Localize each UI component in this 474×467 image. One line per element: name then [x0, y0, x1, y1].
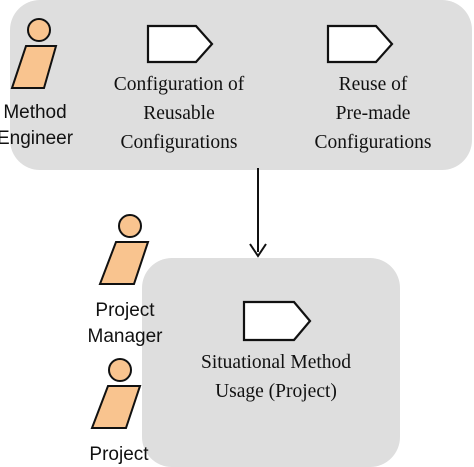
activity-reuse-line-2: Pre-made	[335, 103, 411, 124]
project-line-1: Project	[89, 444, 149, 465]
activity-configuration-line-3: Configurations	[120, 132, 238, 153]
project-icon	[90, 358, 142, 429]
project-manager-line-1: Project	[95, 300, 155, 321]
method-engineer-line-1: Method	[3, 102, 67, 123]
activity-usage-line-1: Situational Method	[200, 352, 352, 373]
activity-configuration-icon	[146, 24, 214, 64]
activity-configuration-line-1: Configuration of	[113, 74, 245, 95]
method-configuration-panel	[10, 0, 472, 170]
activity-usage-line-2: Usage (Project)	[215, 381, 337, 402]
method-usage-panel	[142, 258, 400, 467]
project-manager-label: Project Manager	[78, 298, 172, 350]
activity-reuse-icon	[326, 24, 394, 64]
activity-configuration-line-2: Reusable	[143, 103, 215, 124]
activity-reuse-line-3: Configurations	[314, 132, 432, 153]
method-engineer-label: Method Engineer	[0, 100, 82, 152]
activity-reuse-line-1: Reuse of	[338, 74, 408, 95]
activity-usage-icon	[242, 300, 312, 342]
activity-usage-label: Situational Method Usage (Project)	[186, 348, 366, 406]
project-manager-line-2: Manager	[87, 326, 163, 347]
project-label: Project	[72, 442, 166, 467]
activity-configuration-label: Configuration of Reusable Configurations	[98, 70, 260, 157]
flow-arrow	[249, 168, 267, 258]
method-engineer-icon	[10, 18, 58, 89]
method-engineer-line-2: Engineer	[0, 128, 74, 149]
project-manager-icon	[98, 214, 150, 285]
activity-reuse-label: Reuse of Pre-made Configurations	[298, 70, 448, 157]
